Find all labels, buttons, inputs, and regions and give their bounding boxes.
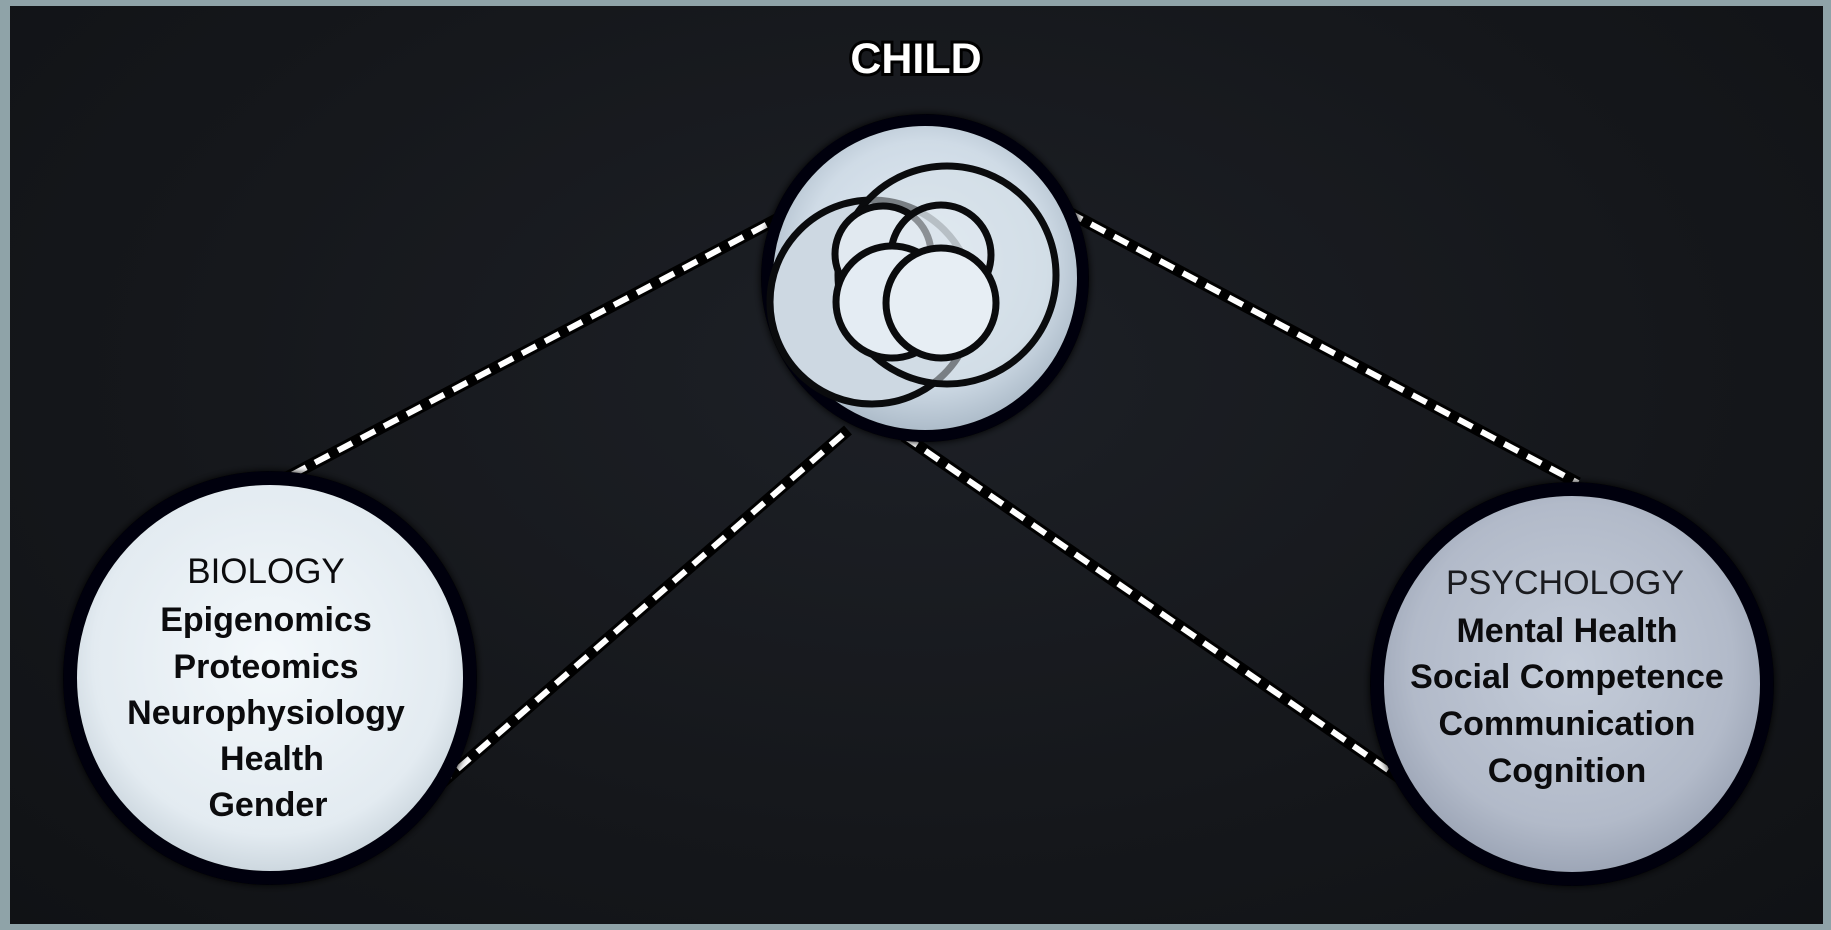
psychology-item: Social Competence (1410, 658, 1724, 696)
child-circle (767, 120, 1083, 436)
diagram-svg: CHILD BIOLOGY Epigenomics Proteomics Neu… (10, 6, 1823, 924)
biology-item: Neurophysiology (127, 694, 405, 732)
psychology-item: Cognition (1488, 752, 1647, 790)
psychology-heading: PSYCHOLOGY (1446, 564, 1684, 602)
child-inner-circle-4 (886, 248, 996, 358)
biology-item: Health (220, 740, 324, 778)
biology-item: Proteomics (173, 648, 358, 686)
biology-item: Gender (208, 786, 327, 824)
diagram-canvas: CHILD BIOLOGY Epigenomics Proteomics Neu… (10, 6, 1823, 924)
biology-item: Epigenomics (160, 601, 372, 639)
psychology-item: Mental Health (1456, 612, 1677, 650)
child-title: CHILD (850, 35, 981, 83)
psychology-item: Communication (1439, 705, 1696, 743)
biology-heading: BIOLOGY (187, 552, 345, 591)
connector-biology-top (246, 207, 800, 499)
